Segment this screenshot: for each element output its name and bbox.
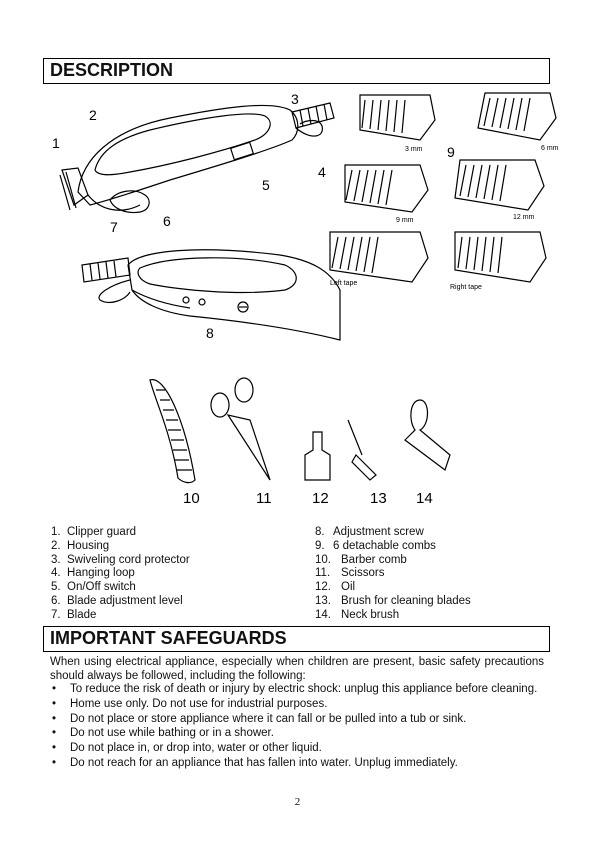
figure-label-9: 9 [447,144,455,160]
part-number: 12. [315,581,331,594]
comb-size-12mm: 12 mm [513,214,535,221]
part-number: 8. [315,526,325,538]
figure-label-4: 4 [318,164,326,180]
list-item: Do not use while bathing or in a shower. [50,727,544,741]
part-label: 6 detachable combs [333,539,436,552]
part-label: Brush for cleaning blades [341,594,471,607]
part-number: 13. [315,594,331,607]
list-item: Do not reach for an appliance that has f… [50,757,544,771]
accessory-label-13: 13 [370,490,387,507]
list-item: 6. Blade adjustment level [51,595,190,609]
comb-size-3mm: 3 mm [405,146,423,153]
part-label: Barber comb [341,553,407,566]
list-item: To reduce the risk of death or injury by… [50,683,544,697]
comb-size-6mm: 6 mm [541,145,559,152]
part-label: Neck brush [341,608,400,621]
list-item: Do not place or store appliance where it… [50,713,544,727]
part-number: 3. [51,553,61,566]
figure-label-5: 5 [262,177,270,193]
accessory-label-14: 14 [416,490,433,507]
part-label: Hanging loop [67,567,135,580]
part-label: Blade [67,608,97,621]
list-item: 12. Oil [315,581,471,595]
part-label: Housing [67,539,110,552]
parts-list-right: 8.Adjustment screw 9.6 detachable combs … [315,526,471,623]
list-item: 14. Neck brush [315,609,471,623]
page-number: 2 [294,796,301,808]
safeguards-list: To reduce the risk of death or injury by… [50,683,544,772]
list-item: 13. Brush for cleaning blades [315,595,471,609]
part-label: Adjustment screw [333,526,424,538]
list-item: 5. On/Off switch [51,581,190,595]
safeguards-intro: When using electrical appliance, especia… [50,656,544,682]
list-item: 3. Swiveling cord protector [51,554,190,568]
list-item: Home use only. Do not use for industrial… [50,698,544,712]
combs-drawing [329,92,557,283]
accessory-label-12: 12 [312,490,329,507]
part-number: 6. [51,594,61,607]
figure-label-6: 6 [163,213,171,229]
part-number: 11. [315,567,331,580]
figure-label-3: 3 [291,91,299,107]
figure-label-2: 2 [89,107,97,123]
description-heading: DESCRIPTION [43,58,550,84]
list-item: 1. Clipper guard [51,526,190,540]
comb-right-tape: Right tape [450,284,482,291]
part-label: Swiveling cord protector [67,553,190,566]
part-label: Oil [341,581,356,594]
part-number: 7. [51,608,61,621]
list-item: 2. Housing [51,540,190,554]
list-item: 7. Blade [51,609,190,623]
parts-list-left: 1. Clipper guard 2. Housing 3. Swiveling co… [51,526,190,623]
clipper-illustration: 1 2 3 4 5 6 7 8 9 3 mm 6 mm 9 mm 12 mm L… [52,91,559,507]
clipper-side-drawing [81,249,341,341]
accessory-label-11: 11 [256,490,272,507]
part-number: 4. [51,567,61,580]
part-number: 2. [51,539,61,552]
comb-left-tape: Left tape [330,280,357,287]
part-label: On/Off switch [67,581,136,594]
part-number: 9. [315,539,325,552]
part-number: 10. [315,553,331,566]
figure-label-7: 7 [110,219,118,235]
list-item: Do not place in, or drop into, water or … [50,742,544,756]
accessory-label-10: 10 [183,490,200,507]
safeguards-heading: IMPORTANT SAFEGUARDS [43,626,550,652]
part-label: Blade adjustment level [67,594,183,607]
list-item: 9. 6 detachable combs [315,540,471,554]
part-label: Scissors [341,567,385,580]
list-item: 10. Barber comb [315,554,471,568]
figure-label-8: 8 [206,325,214,341]
part-label: Clipper guard [67,526,137,538]
figure-label-1: 1 [52,135,60,151]
list-item: 4. Hanging loop [51,567,190,581]
part-number: 14. [315,608,331,621]
part-number: 1. [51,526,61,538]
list-item: 11. Scissors [315,567,471,581]
comb-size-9mm: 9 mm [396,217,414,224]
part-number: 5. [51,581,61,594]
accessories-drawing [149,377,451,484]
clipper-top-drawing [59,102,335,214]
list-item: 8. Adjustment screw [315,526,471,540]
